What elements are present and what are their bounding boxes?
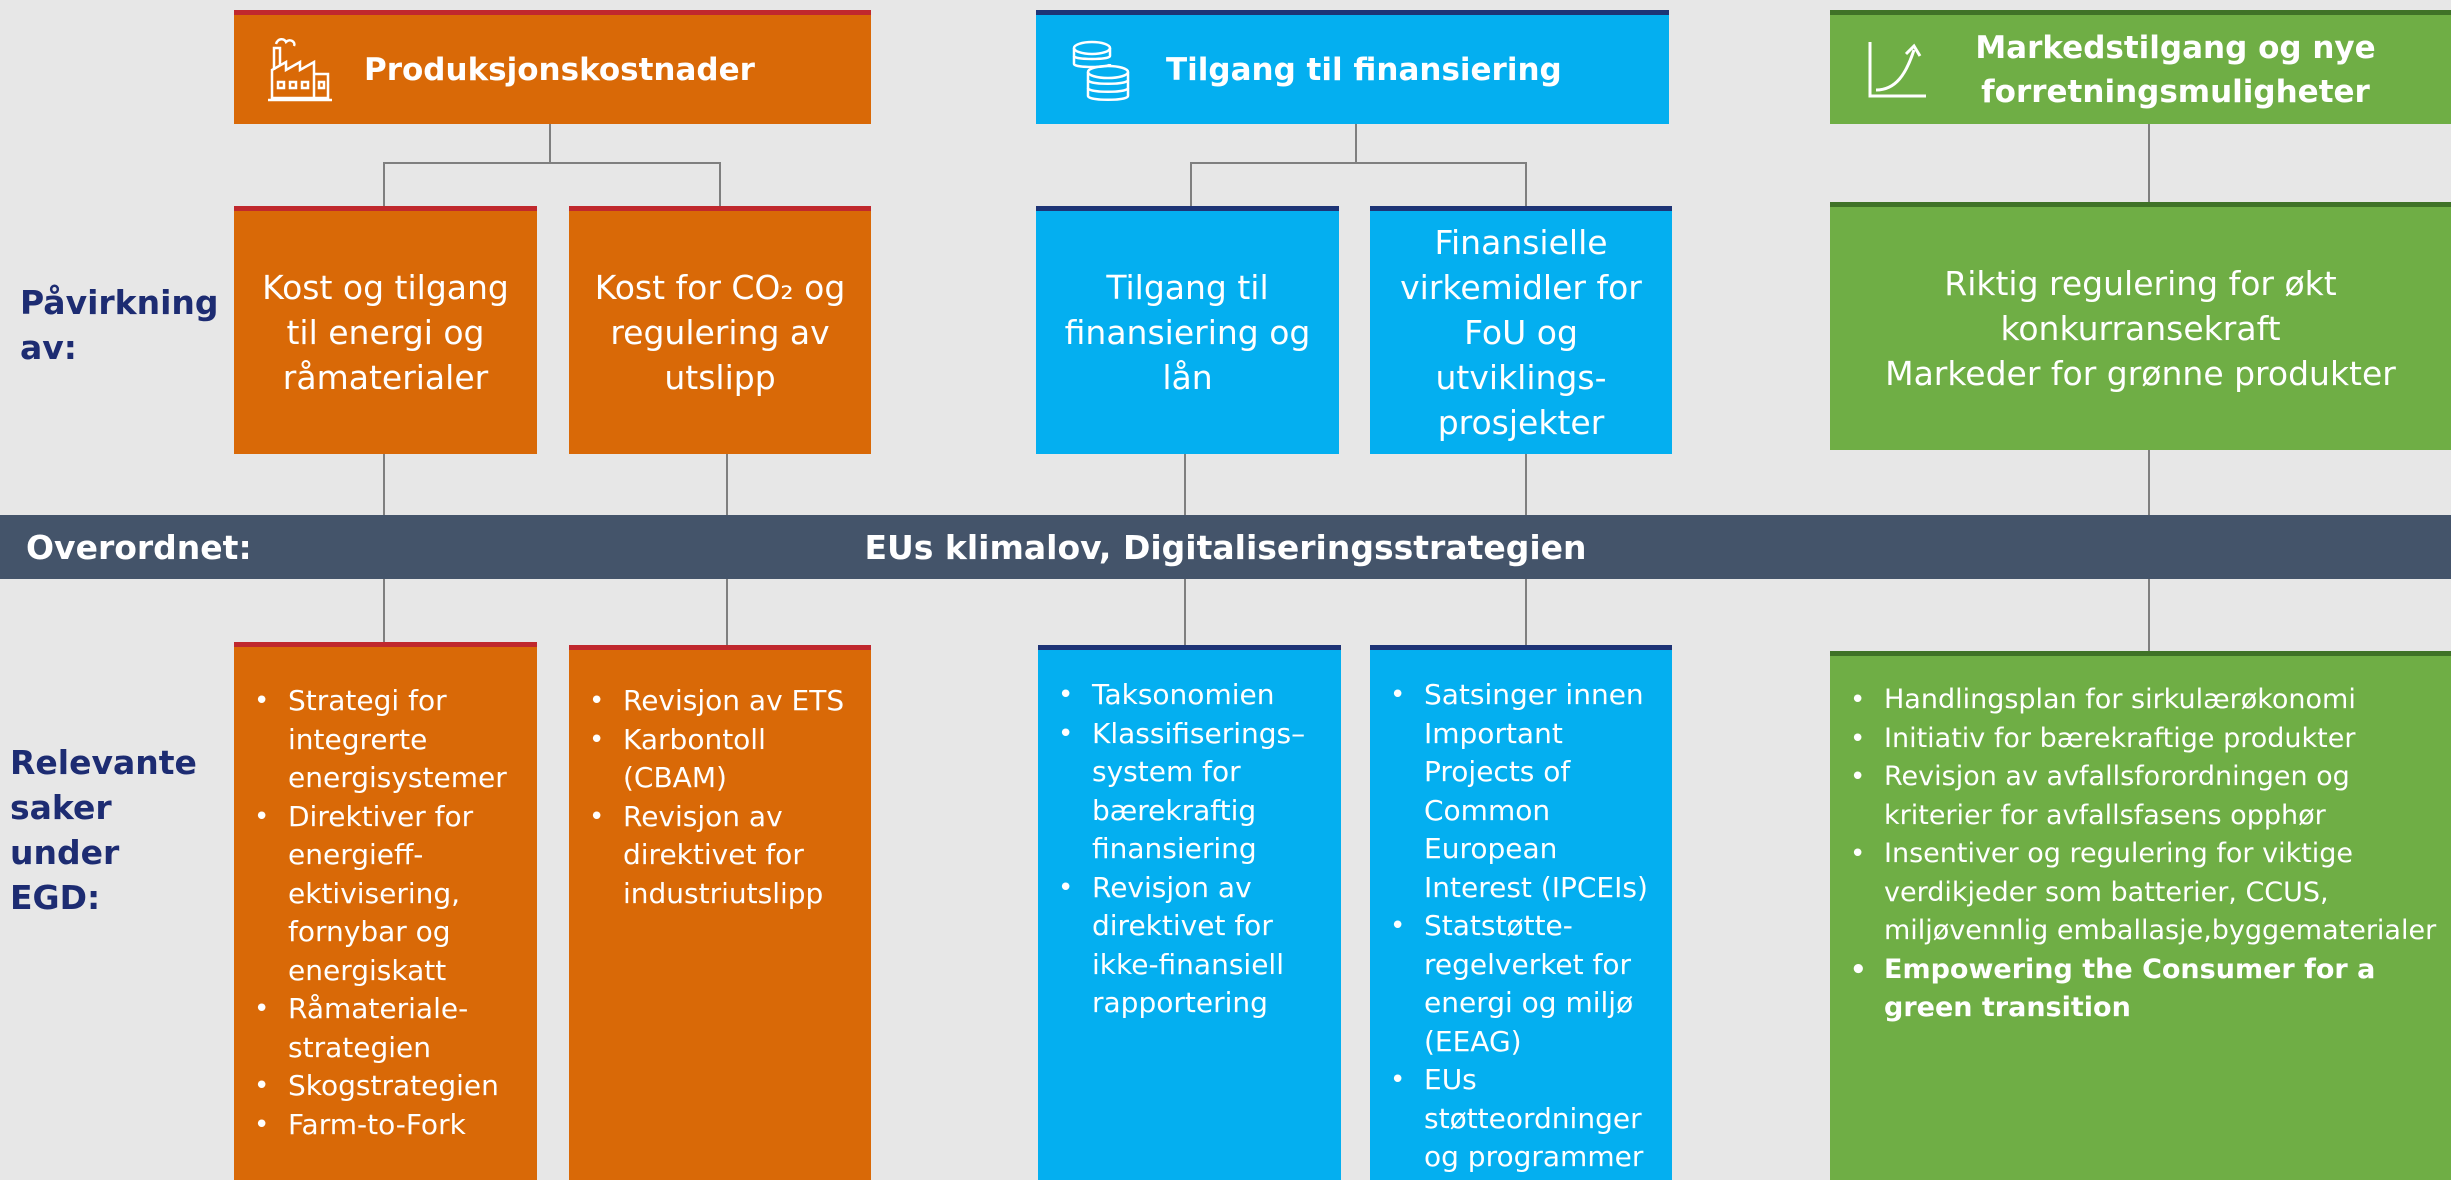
list-item: Revisjon av direktivet for ikke-finansie… (1038, 869, 1341, 1023)
list-item: Råmateriale-strategien (234, 990, 537, 1067)
bullet-list: Satsinger innen Important Projects of Co… (1370, 676, 1672, 1177)
list-item: Taksonomien (1038, 676, 1341, 715)
box-kost-co2: Kost for CO₂ og regulering av utslipp (569, 206, 871, 454)
list-item: Statstøtte-regelverket for energi og mil… (1370, 907, 1672, 1061)
list-item: Direktiver for energieff-ektivisering, f… (234, 798, 537, 991)
label-relevante: Relevante saker under EGD: (10, 743, 197, 917)
header-produksjonskostnader: Produksjonskostnader (234, 10, 871, 124)
list-item: Handlingsplan for sirkulærøkonomi (1830, 681, 2443, 720)
list-item: Strategi for integrerte energisystemer (234, 682, 537, 798)
box-finansielle-virkemidler: Finansielle virkemidler for FoU og utvik… (1370, 206, 1672, 454)
list-box-co2: Revisjon av ETS Karbontoll (CBAM) Revisj… (569, 645, 871, 1180)
header-label: Markedstilgang og nye forretningsmulighe… (1975, 29, 2376, 110)
list-box-finansiering: Taksonomien Klassifiserings– system for … (1038, 645, 1341, 1180)
list-item: EUs støtteordninger og programmer (1370, 1061, 1672, 1177)
box-text-line: Riktig regulering for økt konkurransekra… (1944, 264, 2337, 348)
list-box-virkemidler: Satsinger innen Important Projects of Co… (1370, 645, 1672, 1180)
list-item: Karbontoll (CBAM) (569, 721, 871, 798)
box-text: Kost og tilgang til energi og råmaterial… (262, 268, 509, 397)
box-tilgang-lan: Tilgang til finansiering og lån (1036, 206, 1339, 454)
header-label: Tilgang til finansiering (1166, 51, 1562, 88)
list-item: Revisjon av ETS (569, 682, 871, 721)
header-tilgang-finansiering: Tilgang til finansiering (1036, 10, 1669, 124)
label-pavirkning: Påvirkning av: (20, 283, 219, 367)
header-label: Produksjonskostnader (364, 51, 755, 88)
list-item: Farm-to-Fork (234, 1106, 537, 1145)
band-label: Overordnet: (26, 527, 252, 567)
factory-icon (268, 37, 332, 101)
list-item: Klassifiserings– system for bærekraftig … (1038, 715, 1341, 869)
list-box-energi: Strategi for integrerte energisystemer D… (234, 642, 537, 1180)
band-text: EUs klimalov, Digitaliseringsstrategien (864, 527, 1587, 567)
header-markedstilgang: Markedstilgang og nye forretningsmulighe… (1830, 10, 2451, 124)
list-box-marked: Handlingsplan for sirkulærøkonomi Initia… (1830, 651, 2451, 1180)
list-item-bold: Empowering the Consumer for a green tran… (1830, 951, 2443, 1028)
bullet-list: Handlingsplan for sirkulærøkonomi Initia… (1830, 681, 2443, 1028)
bullet-list: Taksonomien Klassifiserings– system for … (1038, 676, 1341, 1023)
box-text: Finansielle virkemidler for FoU og utvik… (1400, 223, 1642, 442)
box-text: Tilgang til finansiering og lån (1064, 268, 1311, 397)
list-item: Revisjon av avfallsforordningen og krite… (1830, 758, 2443, 835)
growth-chart-icon (1868, 41, 1926, 97)
list-item: Insentiver og regulering for viktige ver… (1830, 835, 2443, 951)
box-text: Kost for CO₂ og regulering av utslipp (594, 268, 846, 397)
list-item: Satsinger innen Important Projects of Co… (1370, 676, 1672, 907)
coins-icon (1072, 40, 1130, 101)
bullet-list: Strategi for integrerte energisystemer D… (234, 682, 537, 1144)
box-riktig-regulering: Riktig regulering for økt konkurransekra… (1830, 202, 2451, 450)
bullet-list: Revisjon av ETS Karbontoll (CBAM) Revisj… (569, 682, 871, 913)
box-kost-energi: Kost og tilgang til energi og råmaterial… (234, 206, 537, 454)
list-item: Initiativ for bærekraftige produkter (1830, 720, 2443, 759)
list-item: Skogstrategien (234, 1067, 537, 1106)
list-item: Revisjon av direktivet for industriutsli… (569, 798, 871, 914)
overordnet-band: Overordnet: EUs klimalov, Digitalisering… (0, 515, 2451, 579)
box-text-line: Markeder for grønne produkter (1885, 354, 2396, 393)
